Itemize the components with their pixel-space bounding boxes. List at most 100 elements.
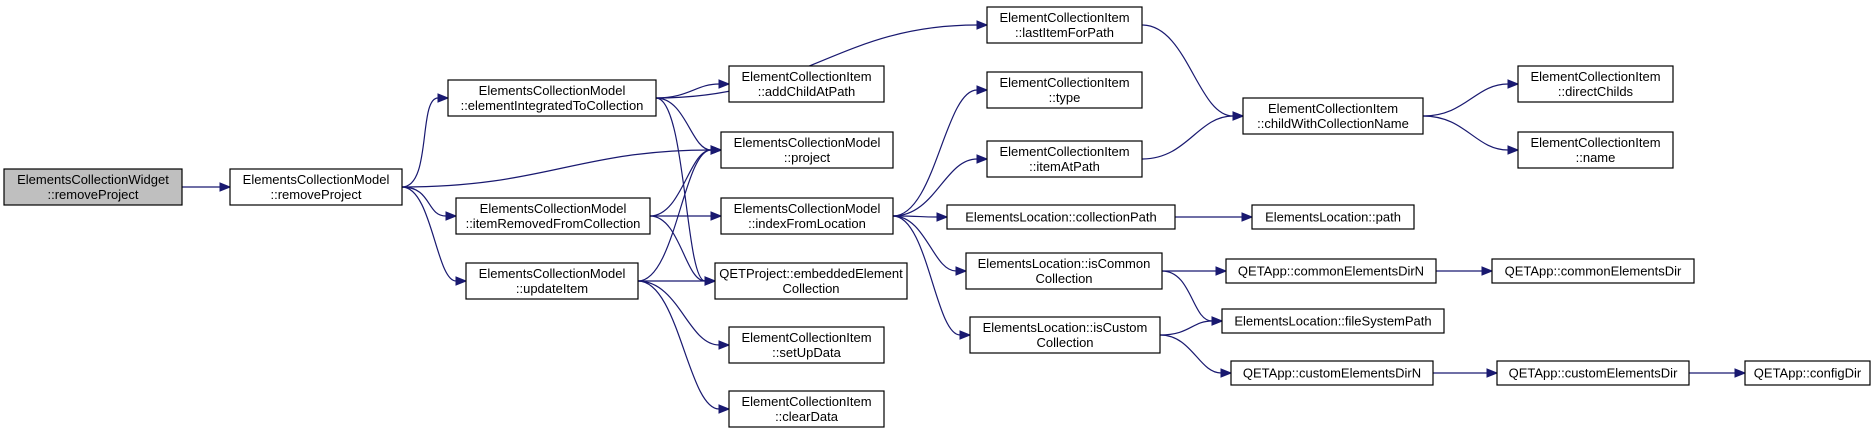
graph-node[interactable]: ElementsCollectionWidget::removeProject xyxy=(3,168,183,206)
node-label: ElementCollectionItem xyxy=(999,10,1129,25)
graph-node[interactable]: ElementsCollectionModel::elementIntegrat… xyxy=(447,79,657,117)
node-label: ElementsLocation::fileSystemPath xyxy=(1234,314,1431,329)
graph-node[interactable]: ElementsLocation::collectionPath xyxy=(946,204,1176,230)
graph-edge xyxy=(649,145,723,217)
edge-arrowhead xyxy=(718,404,731,414)
graph-node[interactable]: ElementCollectionItem::setUpData xyxy=(728,326,885,364)
edge-arrowhead xyxy=(1211,316,1224,326)
graph-node[interactable]: ElementCollectionItem::lastItemForPath xyxy=(986,6,1143,44)
graph-node[interactable]: QETApp::customElementsDirN xyxy=(1230,360,1434,386)
node-box xyxy=(720,131,894,169)
graph-node[interactable]: ElementsCollectionModel::updateItem xyxy=(465,262,639,300)
graph-nodes: ElementsCollectionWidget::removeProjectE… xyxy=(3,6,1871,428)
graph-edge xyxy=(1141,24,1245,121)
graph-node[interactable]: ElementCollectionItem::addChildAtPath xyxy=(728,65,885,103)
edge-arrowhead xyxy=(437,93,450,103)
node-label: ElementCollectionItem xyxy=(741,69,871,84)
edge-arrowhead xyxy=(976,20,989,30)
graph-edge xyxy=(892,85,989,217)
node-label: ::project xyxy=(784,150,831,165)
graph-node[interactable]: ElementsCollectionModel::project xyxy=(720,131,894,169)
node-label: ElementCollectionItem xyxy=(741,394,871,409)
node-box xyxy=(946,204,1176,230)
graph-edge xyxy=(1433,368,1499,378)
edge-line xyxy=(1141,115,1234,160)
graph-edge xyxy=(638,276,717,286)
edge-arrowhead xyxy=(1507,79,1520,89)
node-label: ElementCollectionItem xyxy=(999,75,1129,90)
graph-node[interactable]: ElementsLocation::fileSystemPath xyxy=(1221,308,1445,334)
graph-node[interactable]: ElementsCollectionModel::indexFromLocati… xyxy=(720,197,894,235)
graph-edge xyxy=(401,93,450,188)
edge-arrowhead xyxy=(710,211,723,221)
node-label: ::itemRemovedFromCollection xyxy=(466,216,641,231)
graph-node[interactable]: ElementsLocation::path xyxy=(1251,204,1415,230)
edge-line xyxy=(1422,115,1509,151)
graph-node[interactable]: ElementCollectionItem::itemAtPath xyxy=(986,140,1143,178)
graph-edge xyxy=(401,186,458,221)
edge-line xyxy=(637,280,720,346)
node-label: ::addChildAtPath xyxy=(758,84,856,99)
edge-arrowhead xyxy=(959,330,972,340)
edge-arrowhead xyxy=(955,266,968,276)
node-label: ::removeProject xyxy=(47,187,138,202)
graph-node[interactable]: ElementsCollectionModel::removeProject xyxy=(229,168,403,206)
edge-line xyxy=(1159,334,1222,374)
node-label: ElementsCollectionModel xyxy=(479,266,626,281)
node-label: ElementCollectionItem xyxy=(1530,135,1660,150)
edge-line xyxy=(892,215,957,272)
graph-edge xyxy=(649,211,723,221)
graph-edge xyxy=(649,215,717,286)
node-box xyxy=(1225,258,1437,284)
graph-node[interactable]: QETApp::customElementsDir xyxy=(1496,360,1690,386)
edge-arrowhead xyxy=(976,85,989,95)
edge-line xyxy=(892,215,961,336)
graph-node[interactable]: ElementCollectionItem::childWithCollecti… xyxy=(1242,97,1424,135)
graph-node[interactable]: QETApp::configDir xyxy=(1744,360,1871,386)
edge-arrowhead xyxy=(455,276,468,286)
node-label: ::elementIntegratedToCollection xyxy=(461,98,644,113)
graph-edge xyxy=(1141,111,1245,160)
graph-node[interactable]: ElementCollectionItem::directChilds xyxy=(1517,65,1674,103)
node-box xyxy=(1744,360,1871,386)
node-label: ::lastItemForPath xyxy=(1015,25,1114,40)
node-label: ::name xyxy=(1576,150,1616,165)
graph-edge xyxy=(637,145,723,282)
node-box xyxy=(1230,360,1434,386)
edge-line xyxy=(892,89,978,217)
edge-arrowhead xyxy=(1486,368,1499,378)
edge-line xyxy=(655,97,712,151)
graph-node[interactable]: ElementCollectionItem::type xyxy=(986,71,1143,109)
graph-edge xyxy=(1159,334,1233,378)
node-label: ElementCollectionItem xyxy=(741,330,871,345)
edge-line xyxy=(892,158,978,217)
graph-node[interactable]: ElementsCollectionModel::itemRemovedFrom… xyxy=(455,197,651,235)
graph-edge xyxy=(401,186,468,286)
edge-line xyxy=(637,149,712,282)
node-box xyxy=(969,316,1161,354)
graph-edge xyxy=(637,280,731,350)
edge-arrowhead xyxy=(704,276,717,286)
node-box xyxy=(1251,204,1415,230)
node-label: ElementsLocation::isCommon xyxy=(978,256,1151,271)
node-label: ::indexFromLocation xyxy=(748,216,866,231)
node-box xyxy=(720,197,894,235)
node-label: ElementsLocation::isCustom xyxy=(983,320,1148,335)
node-label: Collection xyxy=(1036,335,1093,350)
edge-line xyxy=(401,97,439,188)
graph-node[interactable]: ElementCollectionItem::name xyxy=(1517,131,1674,169)
graph-node[interactable]: QETApp::commonElementsDirN xyxy=(1225,258,1437,284)
graph-edges xyxy=(181,20,1747,414)
graph-node[interactable]: ElementCollectionItem::clearData xyxy=(728,390,885,428)
edge-arrowhead xyxy=(1241,212,1254,222)
edge-arrowhead xyxy=(718,79,731,89)
graph-edge xyxy=(181,182,232,192)
node-label: QETApp::configDir xyxy=(1754,366,1862,381)
graph-edge xyxy=(1422,79,1520,117)
graph-node[interactable]: QETApp::commonElementsDir xyxy=(1491,258,1695,284)
node-box xyxy=(728,390,885,428)
graph-edge xyxy=(892,154,989,217)
